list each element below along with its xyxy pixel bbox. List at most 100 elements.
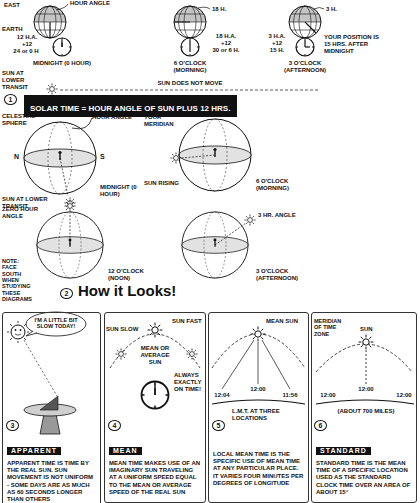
mean-sun-scene	[148, 323, 163, 338]
annotation-label: 11:56	[280, 392, 300, 399]
annotation-label: MERIDIAN OF TIME ZONE	[314, 318, 346, 337]
apparent-sun-scene	[18, 341, 19, 343]
clock-faces	[189, 40, 190, 47]
callout-number: 5	[212, 420, 225, 431]
annotation-label: 12:04	[212, 392, 232, 399]
annotation-label: HOUR ANGLE	[70, 0, 110, 7]
callout-number: 4	[108, 420, 121, 431]
apparent-sun-scene	[15, 334, 21, 335]
local-mean-time-scene	[222, 340, 290, 389]
earth-globes	[314, 8, 324, 10]
standard-time-scene	[366, 350, 367, 384]
local-mean-time-scene	[258, 342, 259, 384]
annotation-label: 12 H.A.	[12, 34, 42, 41]
earth-globes	[34, 4, 324, 38]
apparent-sun-scene	[24, 338, 26, 340]
clock-faces	[181, 38, 199, 56]
clock-faces	[305, 46, 310, 47]
annotation-label: L.M.T. AT THREE LOCATIONS	[232, 408, 294, 422]
annotation-label: +12	[208, 40, 244, 47]
apparent-sun-scene	[10, 338, 12, 340]
celestial-spheres	[64, 200, 75, 211]
annotation-label: 3 H.A.	[262, 33, 292, 40]
annotation-label: SUN SLOW	[106, 326, 138, 333]
earth-globes	[198, 7, 210, 9]
apparent-sun-scene	[26, 331, 37, 336]
section-heading: MEAN	[109, 447, 142, 455]
mean-sun-scene	[154, 384, 155, 395]
celestial-spheres	[182, 155, 215, 158]
annotation-label: MEAN OR AVERAGE SUN	[135, 345, 175, 366]
annotation-label: 24 or 0 H	[6, 48, 46, 55]
annotation-label: SUN AT LOWER TRANSIT	[2, 70, 42, 91]
annotation-label: 12:00	[394, 392, 414, 399]
callout-number: 3	[6, 420, 19, 431]
annotation-label: I'M A LITTLE BIT SLOW TODAY!	[30, 317, 82, 330]
annotation-label: S	[100, 153, 105, 161]
annotation-label: 12 O'CLOCK (NOON)	[108, 268, 158, 282]
body-text: MEAN TIME MAKES USE OF AN IMAGINARY SUN …	[109, 460, 201, 496]
annotation-label: 3 O'CLOCK (AFTERNOON)	[256, 268, 316, 282]
body-text: APPARENT TIME IS TIME BY THE REAL SUN. S…	[7, 460, 96, 503]
clock-faces	[296, 38, 314, 56]
apparent-sun-scene	[15, 329, 17, 331]
clock-faces	[53, 38, 314, 56]
annotation-label: 18 H.A.	[208, 33, 244, 40]
annotation-label: 15 H.	[262, 47, 292, 54]
apparent-sun-scene	[40, 414, 60, 434]
local-mean-time-scene	[222, 340, 254, 389]
annotation-label: 12:00	[318, 392, 338, 399]
sun-path	[46, 83, 57, 94]
standard-time-scene	[316, 335, 414, 404]
annotation-label: 30 or 6 H.	[204, 47, 248, 54]
celestial-spheres	[60, 155, 246, 245]
clock-faces	[304, 40, 305, 47]
celestial-spheres	[170, 152, 181, 163]
annotation-label: SUN FAST	[172, 318, 202, 325]
celestial-spheres	[179, 119, 251, 191]
clock-faces	[189, 47, 190, 52]
callout-number: 2	[60, 288, 73, 299]
body-text: STANDARD TIME IS THE MEAN TIME OF A SPEC…	[316, 460, 412, 496]
annotation-label: NOTE: FACE SOUTH WHEN STUDYING THESE DIA…	[2, 258, 34, 302]
section-heading: APPARENT	[7, 447, 61, 455]
apparent-sun-scene	[10, 324, 12, 326]
celestial-spheres	[215, 223, 246, 245]
annotation-label: 12:00	[356, 386, 376, 393]
celestial-spheres	[24, 118, 256, 278]
annotation-label: 12:00	[248, 386, 268, 393]
celestial-spheres	[182, 212, 248, 278]
standard-time-scene	[316, 400, 414, 404]
apparent-sun-scene	[26, 312, 86, 336]
body-text: LOCAL MEAN TIME IS THE SPECIFIC USE OF M…	[213, 451, 304, 487]
annotation-label: N	[14, 153, 19, 161]
callout-number: 1	[4, 94, 17, 105]
annotation-label: SUN DOES NOT MOVE	[140, 80, 240, 87]
celestial-spheres	[72, 118, 92, 129]
annotation-label: 18 H.	[212, 6, 226, 13]
clock-faces	[61, 43, 62, 48]
annotation-label: 3 H.	[326, 6, 337, 13]
apparent-sun-scene	[7, 312, 86, 434]
annotation-label: EAST	[4, 2, 20, 9]
annotation-label: +12	[262, 40, 292, 47]
annotation-label: 3 HR. ANGLE	[258, 212, 296, 219]
annotation-label: SUN RISING	[144, 180, 184, 187]
annotation-label: ALWAYS EXACTLY ON TIME!	[174, 372, 204, 393]
annotation-label: 6 O'CLOCK (MORNING)	[256, 178, 306, 192]
callout-number: 6	[314, 420, 327, 431]
title-band: SOLAR TIME = HOUR ANGLE OF SUN PLUS 12 H…	[24, 95, 237, 117]
celestial-spheres	[60, 158, 68, 196]
apparent-sun-scene	[18, 321, 19, 323]
annotation-label: (ABOUT 700 MILES)	[326, 408, 406, 415]
apparent-sun-scene	[7, 332, 9, 333]
mean-sun-scene	[110, 323, 200, 409]
annotation-label: EARTH	[2, 26, 23, 33]
annotation-label: How it Looks!	[78, 282, 176, 299]
annotation-label: ZERO HOUR ANGLE	[2, 206, 40, 220]
annotation-label: SUN	[360, 326, 373, 333]
mean-sun-scene	[154, 384, 155, 395]
mean-sun-scene	[110, 334, 200, 368]
annotation-label: 3 O'CLOCK (AFTERNOON)	[272, 60, 338, 74]
